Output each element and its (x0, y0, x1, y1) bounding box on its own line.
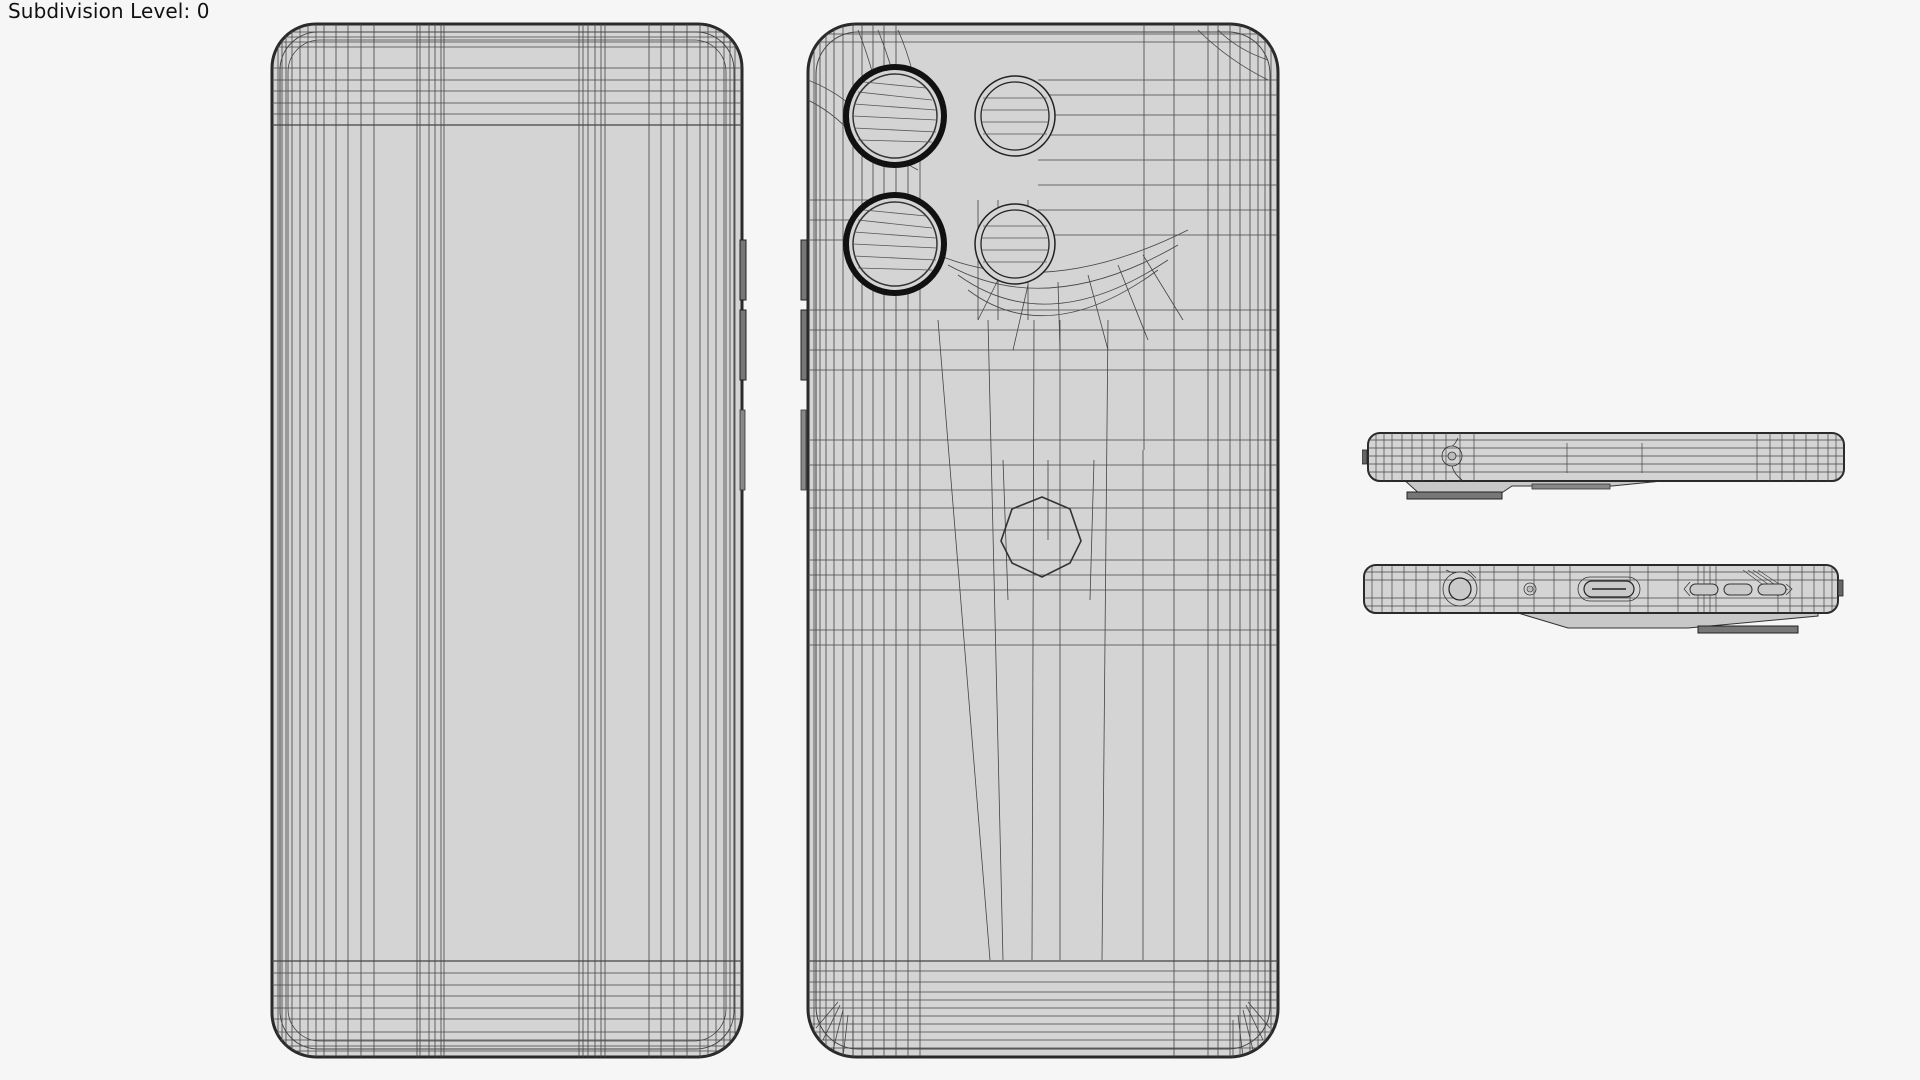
microphone-hole-icon (1441, 437, 1463, 481)
top-edge-view (1362, 428, 1846, 508)
usb-c-port-icon (1577, 576, 1641, 602)
front-view (268, 20, 750, 1062)
camera-lens-1 (843, 64, 947, 168)
bottom-edge-wireframe (1363, 564, 1844, 634)
sim-tray-icon (1442, 569, 1478, 607)
volume-button (739, 239, 747, 301)
top-edge-wireframe (1362, 432, 1845, 500)
bottom-edge-view (1358, 560, 1848, 644)
power-button (739, 309, 747, 381)
octagon-logo-icon (1000, 496, 1082, 578)
front-view-wireframe (270, 22, 747, 1059)
camera-lens-4 (974, 203, 1056, 285)
subdivision-level-label: Subdivision Level: 0 (8, 0, 210, 23)
camera-lens-2 (974, 75, 1056, 157)
back-view-wireframe (800, 22, 1280, 1059)
back-view (798, 20, 1282, 1062)
speaker-grille-icon (1683, 581, 1793, 597)
camera-lens-3 (843, 192, 947, 296)
microphone-hole-icon (1523, 582, 1537, 596)
